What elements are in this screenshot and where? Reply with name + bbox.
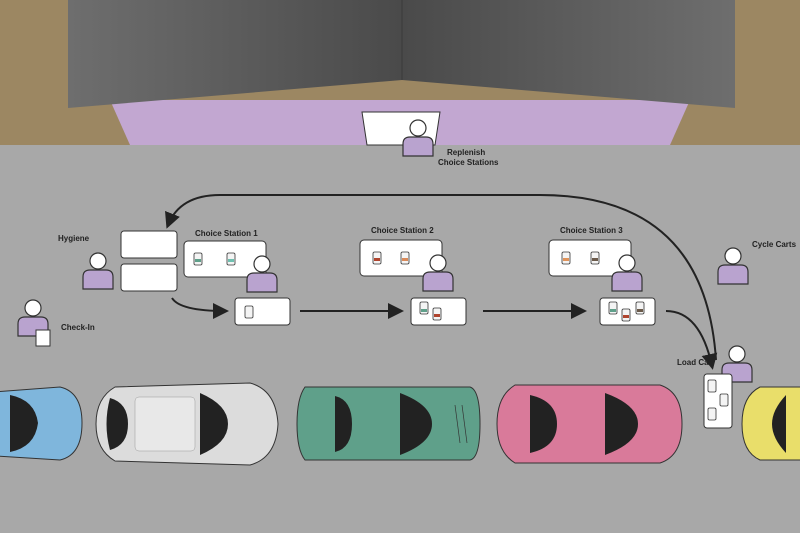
car-white [95, 382, 279, 466]
hygiene-label: Hygiene [58, 234, 90, 243]
replenish-label-line1: Replenish [447, 148, 485, 157]
check-in-label: Check-In [61, 323, 95, 332]
cycle-carts-label: Cycle Carts [752, 240, 797, 249]
hygiene-cart-2 [120, 263, 178, 292]
hygiene-cart-1 [120, 230, 178, 259]
choice-station-3-table [548, 239, 632, 277]
flow-arrow-to-load [665, 310, 718, 370]
choice-station-3-items [561, 251, 600, 265]
replenish-label-line2: Choice Stations [438, 158, 499, 167]
load-car-label: Load Car [677, 358, 712, 367]
cart-3-items [608, 301, 645, 322]
choice-station-1-label: Choice Station 1 [195, 229, 258, 238]
choice-station-1-items [193, 252, 236, 266]
choice-station-2-items [372, 251, 410, 265]
flow-arrow-hygiene-to-cart [171, 297, 229, 319]
car-green [296, 386, 481, 461]
cart-1 [234, 297, 291, 326]
cart-1-item [244, 305, 254, 319]
car-yellow [741, 386, 800, 461]
return-arrow [165, 194, 717, 361]
clipboard [35, 329, 51, 347]
car-blue [0, 386, 83, 461]
cart-2-items [419, 301, 442, 321]
choice-station-3-label: Choice Station 3 [560, 226, 623, 235]
car-pink [496, 384, 683, 464]
choice-station-2-label: Choice Station 2 [371, 226, 434, 235]
